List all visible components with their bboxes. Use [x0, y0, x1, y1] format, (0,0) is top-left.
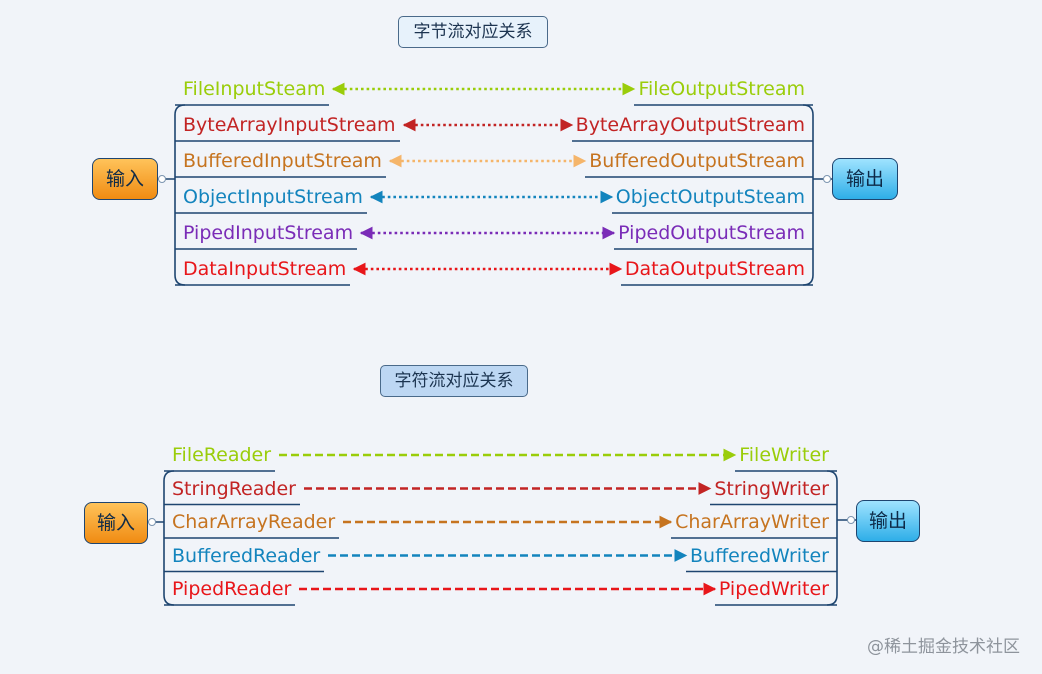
char_section-output-label-4: PipedWriter: [718, 578, 829, 600]
char_section-output-label-0: FileWriter: [739, 444, 829, 466]
char-section-title: 字符流对应关系: [380, 365, 528, 397]
char_section-output-label-1: StringWriter: [714, 477, 829, 500]
char_section-input-label-1: StringReader: [172, 477, 296, 500]
char_section-input-joint: [148, 518, 156, 526]
char_section-input-label-3: BufferedReader: [172, 544, 321, 567]
byte_section-input-joint: [158, 175, 166, 183]
byte_section-input-label-0: FileInputSteam: [183, 78, 326, 100]
char-input-node[interactable]: 输入: [84, 502, 148, 544]
byte_section-output-label-5: DataOutputStream: [624, 258, 805, 280]
char_section-input-bracket: [163, 470, 175, 606]
watermark-text: @稀土掘金技术社区: [867, 637, 1020, 657]
char_section-output-label-3: BufferedWriter: [690, 544, 829, 567]
byte-section-title: 字节流对应关系: [398, 16, 548, 48]
char_section-output-joint: [847, 516, 855, 524]
char_section-input-label-2: CharArrayReader: [172, 511, 336, 533]
byte-input-node[interactable]: 输入: [92, 158, 158, 200]
byte_section-input-label-5: DataInputStream: [183, 258, 347, 280]
char_section-input-label-0: FileReader: [172, 444, 272, 466]
byte_section-output-bracket: [802, 104, 814, 286]
byte_section-input-label-4: PipedInputStream: [183, 222, 354, 244]
byte-output-node[interactable]: 输出: [832, 158, 898, 200]
byte_section-input-bracket: [174, 104, 186, 286]
byte_section-output-label-1: ByteArrayOutputStream: [575, 114, 805, 136]
byte_section-output-label-3: ObjectOutputSteam: [615, 186, 805, 208]
char_section-output-label-2: CharArrayWriter: [675, 511, 829, 533]
byte_section-input-label-3: ObjectInputStream: [183, 186, 363, 208]
byte_section-output-label-4: PipedOutputStream: [618, 222, 805, 244]
char_section-output-bracket: [826, 470, 838, 606]
byte_section-output-joint: [823, 175, 831, 183]
byte_section-input-label-2: BufferedInputStream: [183, 150, 382, 172]
char-output-node[interactable]: 输出: [856, 500, 920, 542]
byte_section-output-label-2: BufferedOutputStream: [589, 150, 805, 172]
byte_section-input-label-1: ByteArrayInputStream: [183, 114, 396, 136]
char_section-input-label-4: PipedReader: [172, 578, 292, 600]
byte_section-output-label-0: FileOutputStream: [638, 78, 805, 100]
